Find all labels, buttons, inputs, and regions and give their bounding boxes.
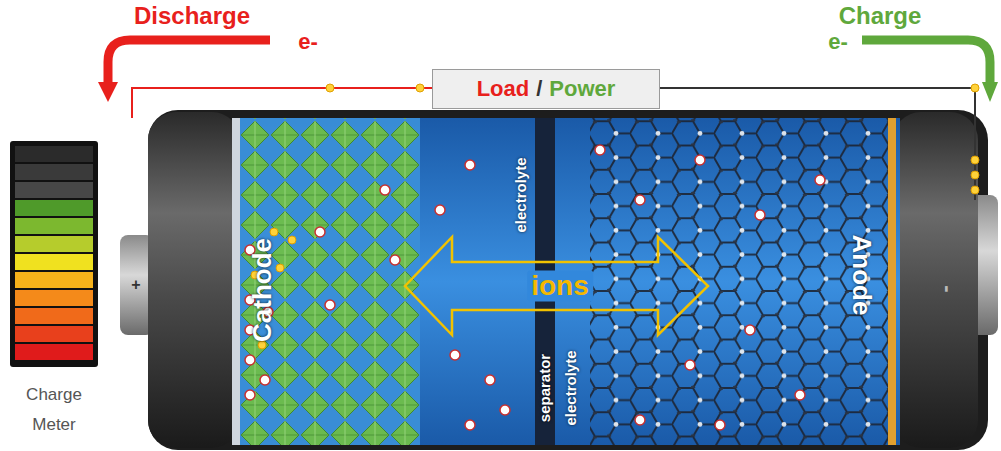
illustration-part [888,118,896,445]
illustration-part [971,156,979,164]
illustration-part [465,160,475,170]
illustration-part [326,84,334,92]
meter-segment [15,290,93,306]
flow-label: Discharge [134,3,250,29]
battery-body [120,110,998,450]
illustration-part [982,82,998,102]
illustration-part [450,350,460,360]
illustration-part [240,118,420,445]
illustration-part [416,84,424,92]
illustration-part [232,118,900,445]
illustration-part [745,325,755,335]
illustration-part [755,210,765,220]
illustration-part [685,360,695,370]
illustration-part [245,355,255,365]
illustration-part [315,227,325,237]
illustration-part [465,420,475,430]
ions-label: ions [527,271,593,302]
meter-segment [15,308,93,324]
illustration-part [635,415,645,425]
illustration-part [148,112,240,448]
charge-arrow [862,40,998,102]
load-power-box: Load/ Power [432,69,660,109]
electron-label: e- [298,30,318,54]
illustration-part [590,118,888,445]
illustration-part [260,375,270,385]
illustration-part [695,155,705,165]
illustration-part [971,186,979,194]
illustration-part [258,341,266,349]
part-label: separator [537,354,554,422]
illustration-part [232,118,240,445]
illustration-part [148,110,988,450]
illustration-part [815,175,825,185]
charge-meter: Charge Meter [8,140,100,445]
meter-segment [15,344,93,360]
meter-segment [15,218,93,234]
meter-caption: Charge Meter [8,380,100,440]
illustration-part [660,88,975,200]
box-text: Power [549,76,615,102]
electrode-label: Cathode [248,238,277,342]
electron-label: e- [828,30,848,54]
part-label: electrolyte [513,157,530,232]
illustration-part [893,112,978,448]
illustration-part [500,405,510,415]
illustration-part [795,390,805,400]
illustration-part [435,205,445,215]
meter-segment [15,236,93,252]
meter-segment [15,326,93,342]
part-label: electrolyte [563,350,580,425]
illustration-part [971,84,979,92]
meter-segment [15,200,93,216]
load-power-row: Load/ Power [477,76,616,102]
illustration-part [862,40,990,84]
meter-segment [15,164,93,180]
illustration-part [288,236,296,244]
meter-frame [10,141,98,367]
electrode-label: Anode [848,235,877,316]
illustration-part [485,375,495,385]
illustration-part [380,185,390,195]
box-text: / [536,76,542,102]
ions-double-arrow [405,237,708,335]
illustration-part [635,195,645,205]
discharge-arrow [98,40,270,102]
meter-segment [15,146,93,162]
anode-graphite [590,118,888,445]
box-text: Load [477,76,530,102]
meter-segment [15,272,93,288]
illustration-part [270,228,278,236]
meter-segment [15,182,93,198]
illustration-part [245,390,255,400]
illustration-part [325,300,335,310]
flow-label: Charge [839,3,922,29]
illustration-part [390,255,400,265]
illustration-part [971,171,979,179]
meter-segment [15,254,93,270]
illustration-part [715,420,725,430]
illustration-part [405,237,708,335]
illustration-part [98,82,118,102]
meter-gauge [8,140,100,368]
illustration-part [132,88,432,118]
lithium-ions [245,145,825,430]
cathode-lattice [240,118,420,445]
illustration-part [276,264,284,272]
illustration-part [595,145,605,155]
illustration-part [108,40,270,84]
terminal-sign: - [936,285,960,292]
terminal-sign: + [131,276,140,294]
